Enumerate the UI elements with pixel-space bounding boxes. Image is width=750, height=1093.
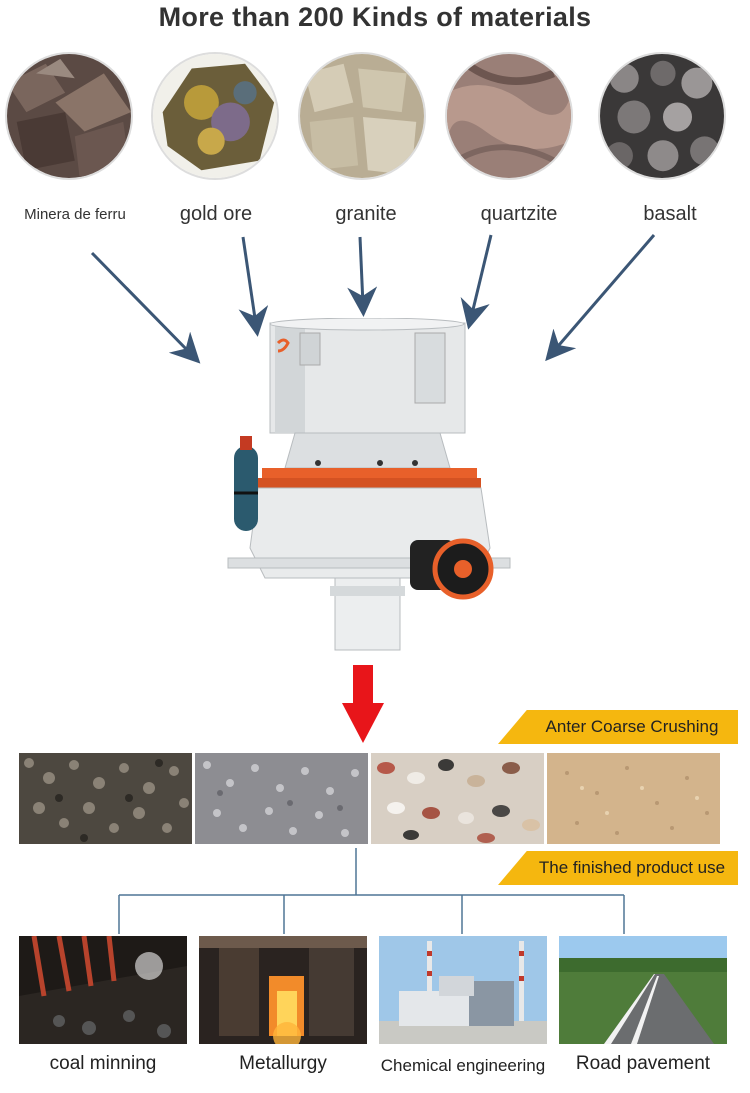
metallurgy-image [199,936,367,1044]
finished-product-label: The finished product use [538,858,726,877]
feed-arrows [90,234,656,364]
page-title: More than 200 Kinds of materials [158,2,592,32]
gold-ore-image [151,52,279,180]
coarse-crushing-label: Anter Coarse Crushing [545,717,719,736]
gravel-dark-image [19,753,192,844]
gravel-grey-image [195,753,368,844]
pebbles-mixed-image [371,753,544,844]
down-arrow-icon [342,665,384,743]
basalt-image [598,52,726,180]
sand-image [547,753,720,844]
finished-product-banner: The finished product use [498,851,738,885]
use-tree-lines [118,848,625,934]
material-label: basalt [643,203,697,225]
use-label: Metallurgy [239,1053,327,1074]
quartzite-image [445,52,573,180]
use-label: Road pavement [575,1053,711,1074]
material-label: gold ore [179,203,253,225]
granite-image [298,52,426,180]
use-label: Chemical engineering [380,1056,546,1075]
chemical-plant-image [379,936,547,1044]
road-image [559,936,727,1044]
material-label: Minera de ferru [24,206,126,223]
use-label: coal minning [49,1053,157,1074]
material-label: granite [335,203,397,225]
cone-crusher-image [227,318,511,651]
coal-mining-image [19,936,187,1044]
coarse-crushing-banner: Anter Coarse Crushing [498,710,738,744]
material-label: quartzite [480,203,558,225]
